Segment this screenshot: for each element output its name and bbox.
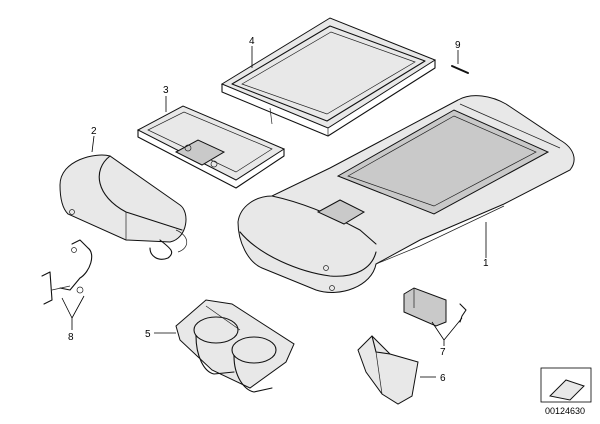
reference-thumbnail-icon xyxy=(548,379,585,401)
reference-box: 00124630 xyxy=(540,367,592,416)
callout-2: 2 xyxy=(91,126,97,137)
callout-1: 1 xyxy=(483,258,489,269)
callout-5: 5 xyxy=(145,329,151,340)
part-9-pin xyxy=(451,65,469,74)
part-1-console xyxy=(237,95,575,293)
callout-labels: 1 2 3 4 5 6 7 8 9 xyxy=(68,36,489,384)
part-4-lid-frame xyxy=(220,17,437,137)
part-5-cup-holder xyxy=(175,299,295,393)
reference-number: 00124630 xyxy=(545,406,585,416)
part-3-plate xyxy=(136,105,286,189)
callout-9: 9 xyxy=(455,40,461,51)
callout-6: 6 xyxy=(440,373,446,384)
callout-8: 8 xyxy=(68,332,74,343)
part-2-armrest-pad xyxy=(59,154,188,260)
leader-lines xyxy=(61,46,487,378)
callout-3: 3 xyxy=(163,85,169,96)
callout-7: 7 xyxy=(440,347,446,358)
callout-4: 4 xyxy=(249,36,255,47)
part-6-insert xyxy=(357,335,419,405)
part-8-hinge-bracket xyxy=(41,239,93,305)
part-7-latch xyxy=(403,287,467,327)
